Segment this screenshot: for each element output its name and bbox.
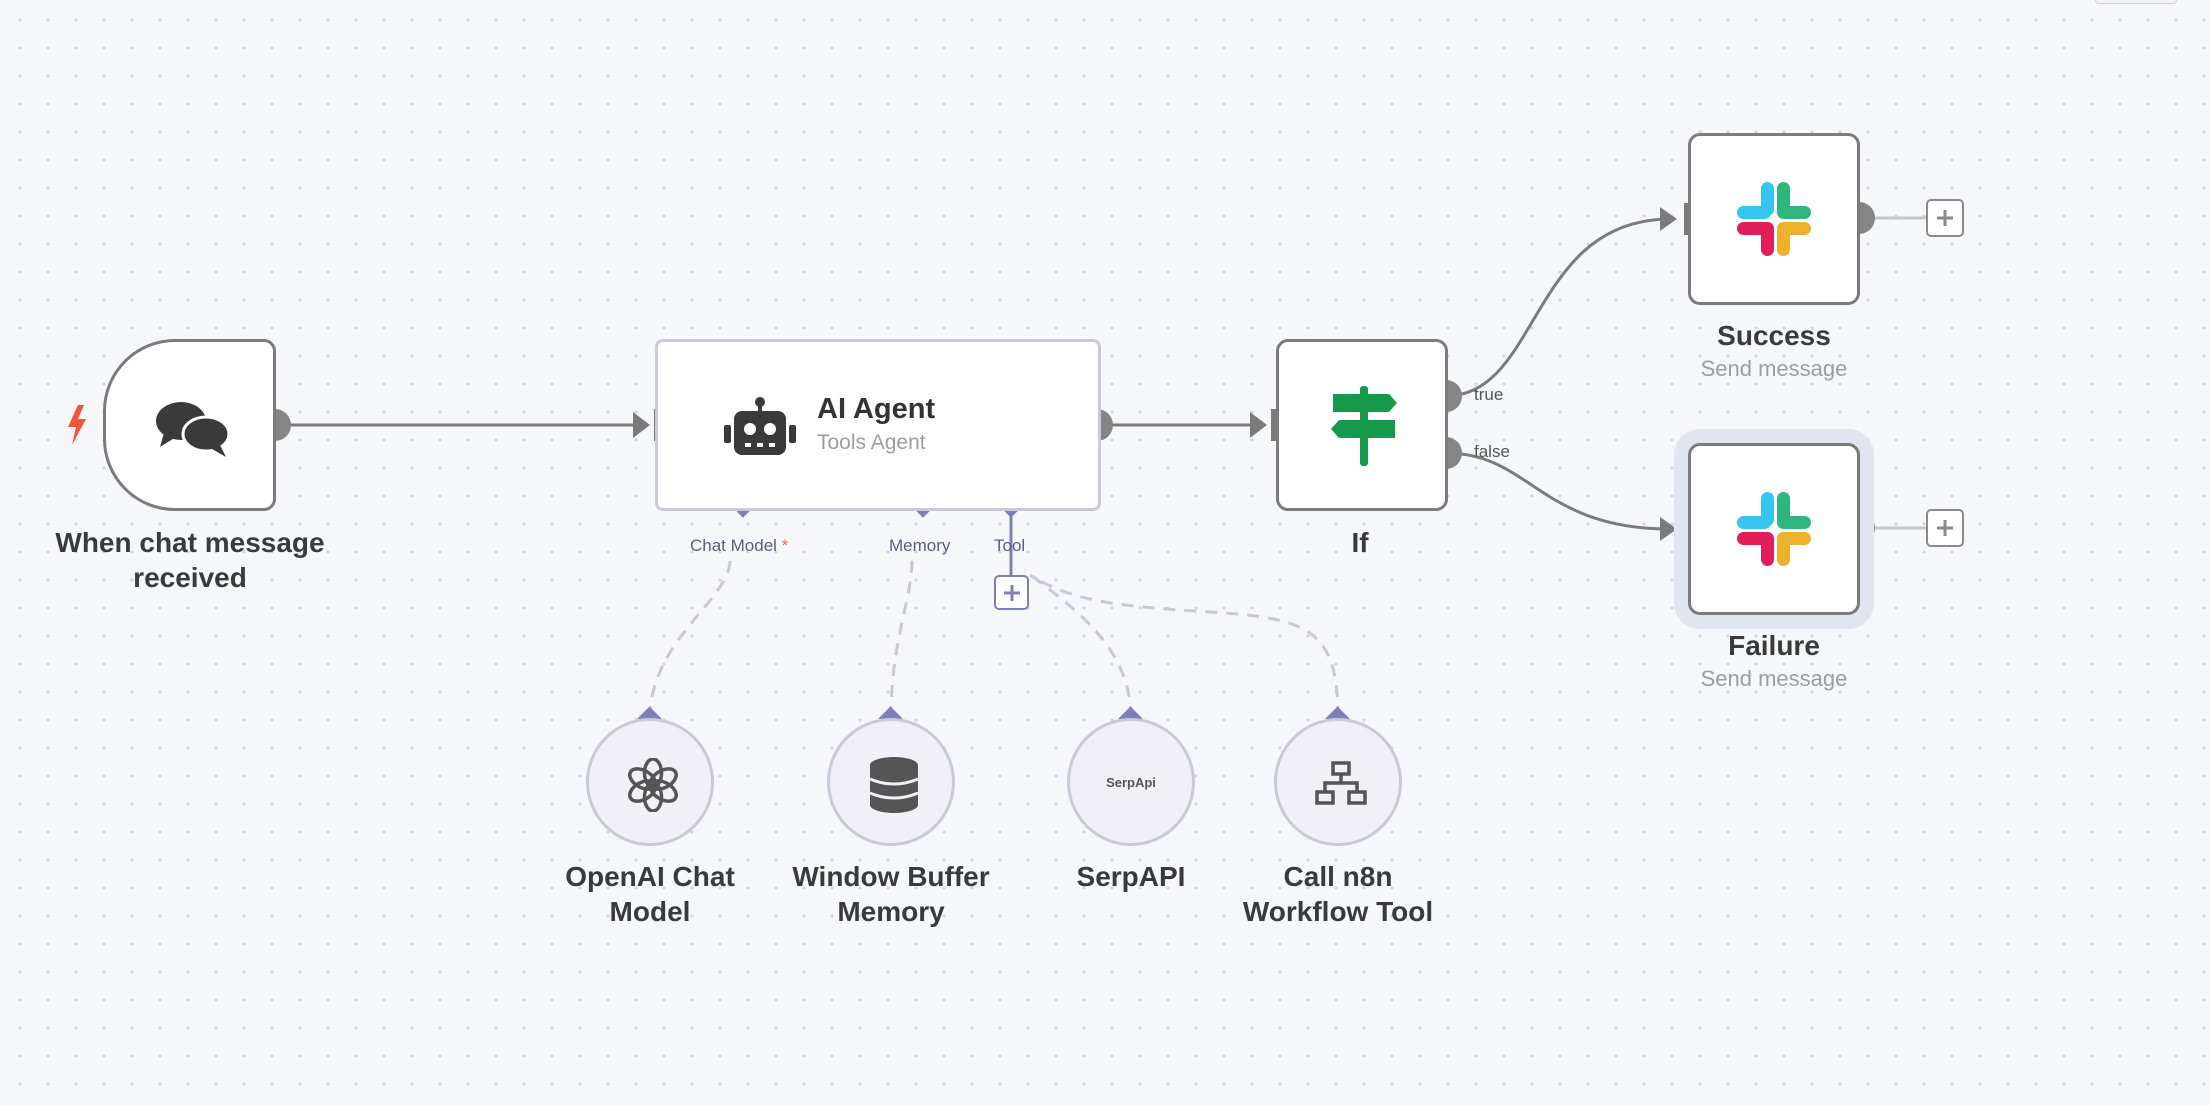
trigger-title: When chat message received (55, 527, 325, 593)
slack-icon (1737, 492, 1811, 566)
node-serpapi[interactable]: SerpApi (1067, 718, 1195, 846)
chat-model-port-label: Chat Model * (690, 536, 789, 555)
node-openai-chat-model[interactable] (586, 718, 714, 846)
connection-if-success[interactable] (1445, 217, 1671, 398)
database-icon (870, 757, 918, 813)
openai-title: OpenAI Chat Model (565, 861, 735, 927)
node-ai-agent[interactable]: AI Agent Tools Agent (655, 339, 1101, 511)
top-right-panel-handle[interactable] (2095, 0, 2177, 4)
failure-title: Failure (1728, 630, 1820, 661)
failure-subtitle: Send message (1700, 666, 1848, 691)
robot-icon (724, 397, 796, 457)
openai-icon (626, 758, 680, 812)
connection-workflow-tool[interactable] (1029, 573, 1340, 719)
connection-openai-chatmodel[interactable] (648, 559, 732, 719)
node-window-buffer-memory[interactable] (827, 718, 955, 846)
serpapi-title: SerpAPI (1076, 861, 1186, 892)
sitemap-icon (1315, 761, 1367, 807)
connection-if-failure[interactable] (1445, 451, 1671, 531)
agent-subtitle: Tools Agent (817, 431, 926, 454)
trigger-bolt-icon (64, 405, 90, 445)
plus-icon (1003, 584, 1020, 601)
signpost-icon (1329, 386, 1399, 466)
plus-icon (1937, 520, 1953, 536)
connection-memory-agent[interactable] (889, 559, 914, 719)
workflow-tool-title: Call n8n Workflow Tool (1242, 861, 1434, 927)
memory-title: Window Buffer Memory (792, 861, 990, 927)
failure-add-button[interactable] (1926, 509, 1964, 547)
agent-ai-ports (637, 492, 1350, 731)
node-success[interactable] (1688, 133, 1860, 305)
ai-connections (648, 559, 1340, 719)
serpapi-logo: SerpApi (1106, 774, 1156, 790)
node-failure[interactable] (1688, 443, 1860, 615)
success-title: Success (1717, 320, 1831, 351)
arrowheads (633, 207, 1677, 541)
connection-serpapi-tool[interactable] (1024, 568, 1133, 719)
success-add-button[interactable] (1926, 199, 1964, 237)
chat-bubbles-icon (154, 397, 230, 459)
agent-title: AI Agent (817, 393, 936, 425)
memory-port-label: Memory (889, 536, 951, 555)
false-branch-label: false (1474, 442, 1510, 461)
node-call-workflow-tool[interactable] (1274, 718, 1402, 846)
true-branch-label: true (1474, 385, 1504, 404)
success-subtitle: Send message (1700, 356, 1848, 381)
node-chat-trigger[interactable] (103, 339, 276, 511)
plus-icon (1937, 210, 1953, 226)
slack-icon (1737, 182, 1811, 256)
tool-port-label: Tool (994, 536, 1026, 555)
add-tool-button[interactable] (994, 575, 1029, 610)
if-title: If (1351, 527, 1369, 558)
node-if[interactable] (1276, 339, 1448, 511)
